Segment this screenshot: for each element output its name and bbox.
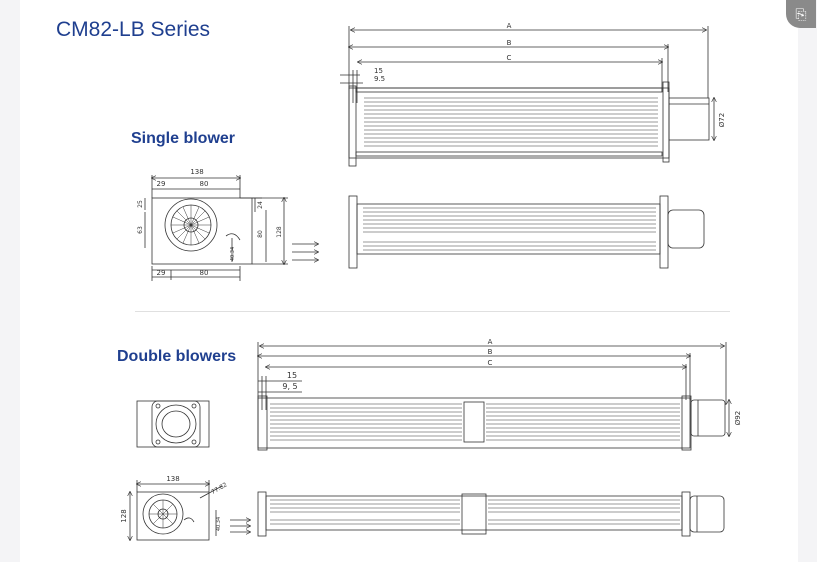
image-search-button[interactable]: ⎘ <box>786 0 816 28</box>
single-side-w29: 29 <box>157 180 166 188</box>
double-side-view <box>130 480 250 540</box>
single-blower-heading: Single blower <box>131 130 236 147</box>
double-top-view <box>258 342 729 451</box>
double-side-d77-82: 77.82 <box>210 481 229 496</box>
double-side-h128: 128 <box>120 509 128 522</box>
double-dim-diameter: Ø92 <box>734 411 742 425</box>
double-end-view <box>136 400 210 448</box>
single-side-w80: 80 <box>200 180 209 188</box>
technical-drawing: A B C 15 9.5 Ø72 <box>120 22 742 562</box>
single-side-d40-34: 40.34 <box>230 247 236 261</box>
double-dim-15: 15 <box>287 371 297 380</box>
single-dim-diameter: Ø72 <box>718 113 726 127</box>
double-dim-a: A <box>488 338 493 346</box>
single-side-h24: 24 <box>257 201 264 209</box>
single-dim-15: 15 <box>374 67 383 75</box>
single-side-w138: 138 <box>190 168 203 176</box>
section-divider <box>135 311 730 312</box>
double-side-d40-34: 40.34 <box>216 517 222 531</box>
spec-sheet: CM82-LB Series Single blower Double blow… <box>20 0 798 562</box>
single-top-view <box>340 26 714 167</box>
single-side-h63: 63 <box>137 226 144 234</box>
single-side-h128: 128 <box>276 226 283 238</box>
single-side-view <box>144 175 318 281</box>
page-title: CM82-LB Series <box>56 18 211 41</box>
double-dim-b: B <box>488 348 493 356</box>
single-side-h25: 25 <box>137 200 144 208</box>
double-front-view <box>257 491 725 537</box>
double-dim-9-5: 9, 5 <box>282 382 297 391</box>
single-front-view <box>348 195 705 269</box>
image-search-icon: ⎘ <box>795 6 807 22</box>
single-dim-9-5: 9.5 <box>374 75 385 83</box>
single-side-h80: 80 <box>257 230 264 238</box>
single-side-b29: 29 <box>157 269 166 277</box>
double-blowers-heading: Double blowers <box>117 348 237 365</box>
double-dim-c: C <box>488 359 493 367</box>
double-side-w138: 138 <box>166 475 179 483</box>
single-side-b80: 80 <box>200 269 209 277</box>
single-dim-b: B <box>507 39 512 47</box>
single-dim-c: C <box>507 54 512 62</box>
single-dim-a: A <box>507 22 512 30</box>
